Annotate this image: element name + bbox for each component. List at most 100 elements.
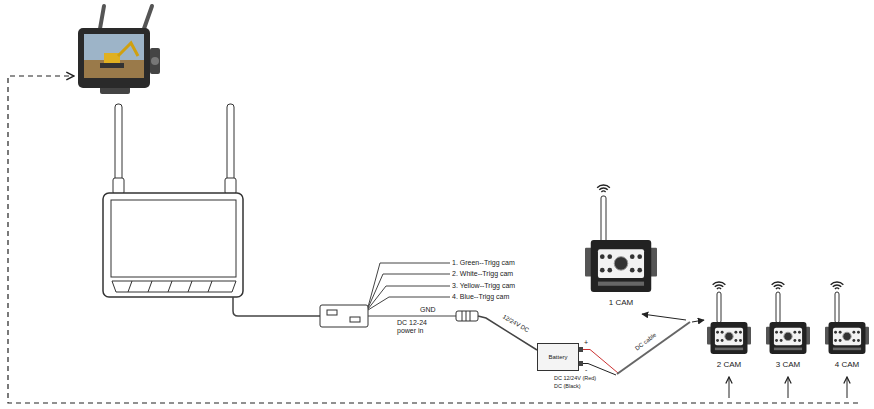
antenna — [776, 292, 780, 323]
trigger-wire — [368, 297, 450, 310]
ir-led — [857, 339, 860, 342]
monitor-screen — [111, 200, 236, 277]
ir-led — [600, 268, 605, 273]
camera-label: 2 CAM — [717, 360, 741, 369]
ir-led — [721, 339, 724, 342]
wire-label: 4. Blue--Trigg cam — [452, 293, 509, 301]
connector-box — [320, 305, 368, 327]
small-monitor — [78, 6, 160, 94]
excavator-arm — [118, 43, 138, 56]
ir-led — [775, 339, 778, 342]
ir-led — [780, 331, 783, 334]
ir-led — [630, 254, 635, 259]
battery-terminal — [579, 361, 583, 366]
connector-slot — [350, 317, 360, 322]
camera-body — [825, 322, 869, 354]
black-wire — [583, 364, 616, 376]
ir-led — [852, 339, 855, 342]
camera: 3 CAM — [766, 322, 810, 369]
camera-trim — [715, 348, 743, 351]
wifi-symbol — [713, 282, 726, 289]
camera-lens — [614, 257, 628, 271]
camera-face — [774, 328, 802, 346]
cable-label: 12/24V DC — [501, 313, 530, 333]
main-monitor — [103, 104, 243, 297]
trigger-wire — [368, 263, 450, 307]
ir-led — [798, 339, 801, 342]
antenna — [835, 292, 839, 323]
antenna-base — [113, 178, 124, 194]
camera: 4 CAM — [825, 322, 869, 369]
camera-housing — [770, 322, 807, 354]
up-arrow — [788, 377, 789, 398]
power-arrow — [642, 314, 686, 320]
ir-led — [857, 331, 860, 334]
cable-label: DC cable — [634, 332, 658, 352]
excavator-tracks — [100, 63, 124, 68]
ir-led — [793, 331, 796, 334]
ir-led — [600, 254, 605, 259]
ir-led — [607, 268, 612, 273]
camera-face — [715, 328, 743, 346]
button-dividers — [128, 281, 212, 292]
power-label: DC 12-24 power in — [397, 319, 435, 334]
ir-led — [630, 268, 635, 273]
camera-housing — [829, 322, 866, 354]
ir-led — [834, 339, 837, 342]
red-wire — [583, 350, 618, 374]
antenna — [601, 196, 606, 242]
trigger-wire — [368, 286, 450, 309]
battery-box: Battery — [537, 343, 579, 371]
camera-trim — [774, 348, 802, 351]
ir-led — [780, 339, 783, 342]
ir-led — [793, 339, 796, 342]
camera-face — [598, 249, 644, 278]
terminal-label: + — [584, 339, 588, 347]
ir-led — [739, 339, 742, 342]
camera-housing — [591, 240, 651, 292]
ir-led — [839, 331, 842, 334]
camera-body — [707, 322, 751, 354]
camera-label: 1 CAM — [609, 298, 633, 307]
battery-label: Battery — [548, 354, 567, 361]
plug-ridges — [462, 311, 470, 321]
ir-led — [637, 254, 642, 259]
ir-led — [734, 339, 737, 342]
wire-label: 3. Yellow--Trigg cam — [452, 282, 515, 290]
camera-label: 3 CAM — [776, 360, 800, 369]
wire-label: DC (Black) — [554, 383, 581, 389]
plug-body — [456, 311, 478, 321]
ir-led — [716, 339, 719, 342]
ir-led — [607, 254, 612, 259]
camera-housing — [711, 322, 748, 354]
up-arrow — [847, 377, 848, 398]
connector-body — [320, 305, 368, 327]
ir-led — [839, 339, 842, 342]
signal-label: GND — [420, 306, 436, 314]
monitor-mount — [150, 48, 160, 74]
wireless-link — [8, 76, 858, 403]
wire-label: 2. White--Trigg cam — [452, 270, 513, 278]
ir-led — [734, 331, 737, 334]
up-arrow — [729, 377, 730, 398]
antenna — [717, 292, 721, 323]
button-row — [112, 281, 236, 292]
power-plug — [456, 311, 478, 321]
wifi-symbol — [772, 282, 785, 289]
camera: 1 CAM — [585, 240, 657, 307]
wire-label: DC 12/24V (Red) — [554, 375, 596, 381]
ir-led — [834, 331, 837, 334]
camera-lens — [784, 332, 792, 340]
camera-label: 4 CAM — [835, 360, 859, 369]
wifi-symbol — [831, 282, 844, 289]
ir-led — [716, 331, 719, 334]
monitor-body — [103, 193, 243, 297]
ir-led — [721, 331, 724, 334]
camera: 2 CAM — [707, 322, 751, 369]
power-wire — [368, 315, 456, 316]
camera-body — [585, 240, 657, 292]
power-arrow — [692, 320, 704, 322]
wire-label: 1. Green--Trigg cam — [452, 259, 515, 267]
ir-led — [852, 331, 855, 334]
